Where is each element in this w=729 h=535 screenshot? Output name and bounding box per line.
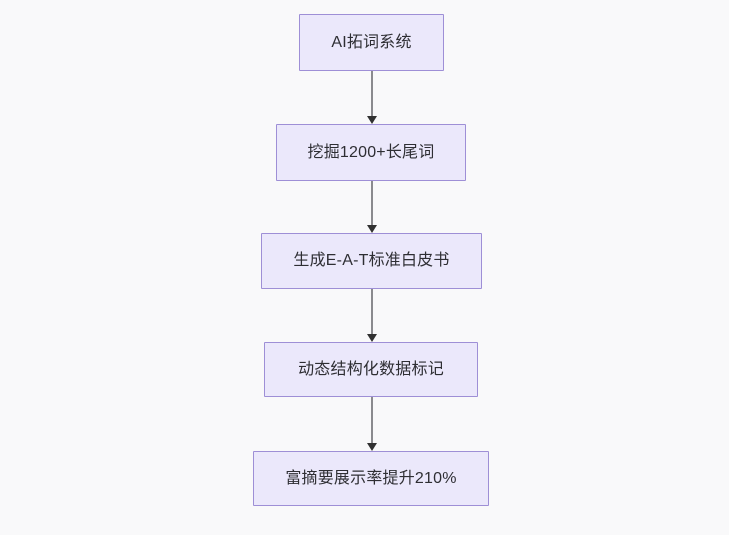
flow-edge-3-4-arrowhead <box>367 334 377 342</box>
flow-node-3[interactable]: 生成E-A-T标准白皮书 <box>261 233 482 289</box>
flow-edge-4-5-arrowhead <box>367 443 377 451</box>
flow-edge-4-5-line <box>371 397 373 443</box>
flow-edge-2-3-arrowhead <box>367 225 377 233</box>
flow-edge-2-3-line <box>371 181 373 225</box>
flow-edge-1-2-arrowhead <box>367 116 377 124</box>
flow-node-4[interactable]: 动态结构化数据标记 <box>264 342 478 397</box>
flow-node-1[interactable]: AI拓词系统 <box>299 14 444 71</box>
flow-node-2[interactable]: 挖掘1200+长尾词 <box>276 124 466 181</box>
flow-edge-3-4-line <box>371 289 373 334</box>
flow-node-3-label: 生成E-A-T标准白皮书 <box>293 252 450 270</box>
flow-node-5[interactable]: 富摘要展示率提升210% <box>253 451 489 506</box>
flow-node-5-label: 富摘要展示率提升210% <box>285 469 457 487</box>
flow-node-1-label: AI拓词系统 <box>331 33 412 51</box>
flow-node-4-label: 动态结构化数据标记 <box>298 360 444 378</box>
flow-node-2-label: 挖掘1200+长尾词 <box>307 143 435 161</box>
flow-edge-1-2-line <box>371 71 373 116</box>
